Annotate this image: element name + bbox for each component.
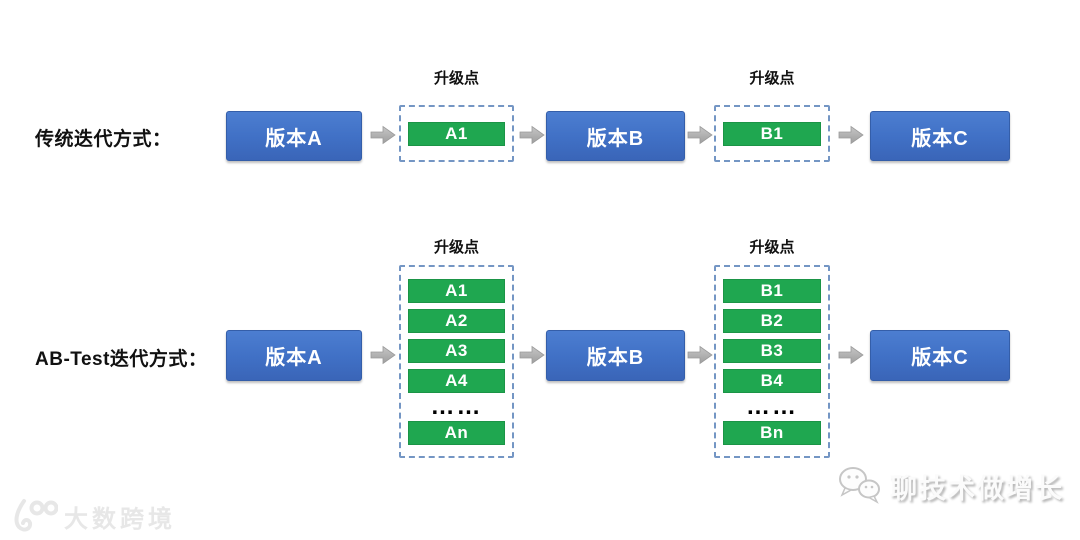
upgrade-item: A1 — [408, 121, 505, 146]
right-arrow-icon — [519, 125, 545, 145]
version-box-c-r1: 版本C — [870, 111, 1010, 161]
upgrade-item: A2 — [408, 308, 505, 333]
upgrade-title-r2-b: 升级点 — [749, 239, 795, 256]
watermark-left-text: 大数跨境 — [64, 505, 176, 533]
upgrade-item: Bn — [723, 420, 821, 445]
upgrade-group-r1-a: A1 — [399, 105, 514, 162]
right-arrow-icon — [838, 125, 864, 145]
upgrade-item: A3 — [408, 338, 505, 363]
row-label-abtest: AB-Test迭代方式： — [35, 349, 208, 370]
right-arrow-icon — [370, 125, 396, 145]
upgrade-group-r2-a: A1 A2 A3 A4 …… An — [399, 265, 514, 458]
version-box-b-r1: 版本B — [546, 111, 685, 161]
upgrade-item: B3 — [723, 338, 821, 363]
version-box-a-r2: 版本A — [226, 330, 362, 381]
watermark-bottom-left: 大数跨境 — [10, 498, 176, 534]
upgrade-group-r1-b: B1 — [714, 105, 830, 162]
upgrade-title-r1-a: 升级点 — [433, 70, 479, 87]
upgrade-item: B2 — [723, 308, 821, 333]
ellipsis-dots: …… — [746, 392, 798, 420]
upgrade-item: A4 — [408, 368, 505, 393]
right-arrow-icon — [838, 345, 864, 365]
upgrade-title-r1-b: 升级点 — [749, 70, 795, 87]
version-box-b-r2: 版本B — [546, 330, 685, 381]
upgrade-item: B4 — [723, 368, 821, 393]
right-arrow-icon — [687, 125, 713, 145]
version-box-c-r2: 版本C — [870, 330, 1010, 381]
watermark-right-text: 聊技术做增长 — [890, 473, 1064, 504]
upgrade-item: B1 — [723, 121, 821, 146]
upgrade-group-r2-b: B1 B2 B3 B4 …… Bn — [714, 265, 830, 458]
upgrade-item: An — [408, 420, 505, 445]
upgrade-item: B1 — [723, 278, 821, 303]
watermark-bottom-right: 聊技术做增长 — [838, 466, 1064, 506]
version-box-a-r1: 版本A — [226, 111, 362, 161]
right-arrow-icon — [370, 345, 396, 365]
right-arrow-icon — [519, 345, 545, 365]
upgrade-title-r2-a: 升级点 — [433, 239, 479, 256]
right-arrow-icon — [687, 345, 713, 365]
upgrade-item: A1 — [408, 278, 505, 303]
row-label-traditional: 传统迭代方式： — [35, 129, 172, 150]
ellipsis-dots: …… — [430, 392, 483, 420]
dashu-100-logo-icon — [14, 499, 58, 532]
chat-bubbles-icon — [839, 467, 880, 504]
